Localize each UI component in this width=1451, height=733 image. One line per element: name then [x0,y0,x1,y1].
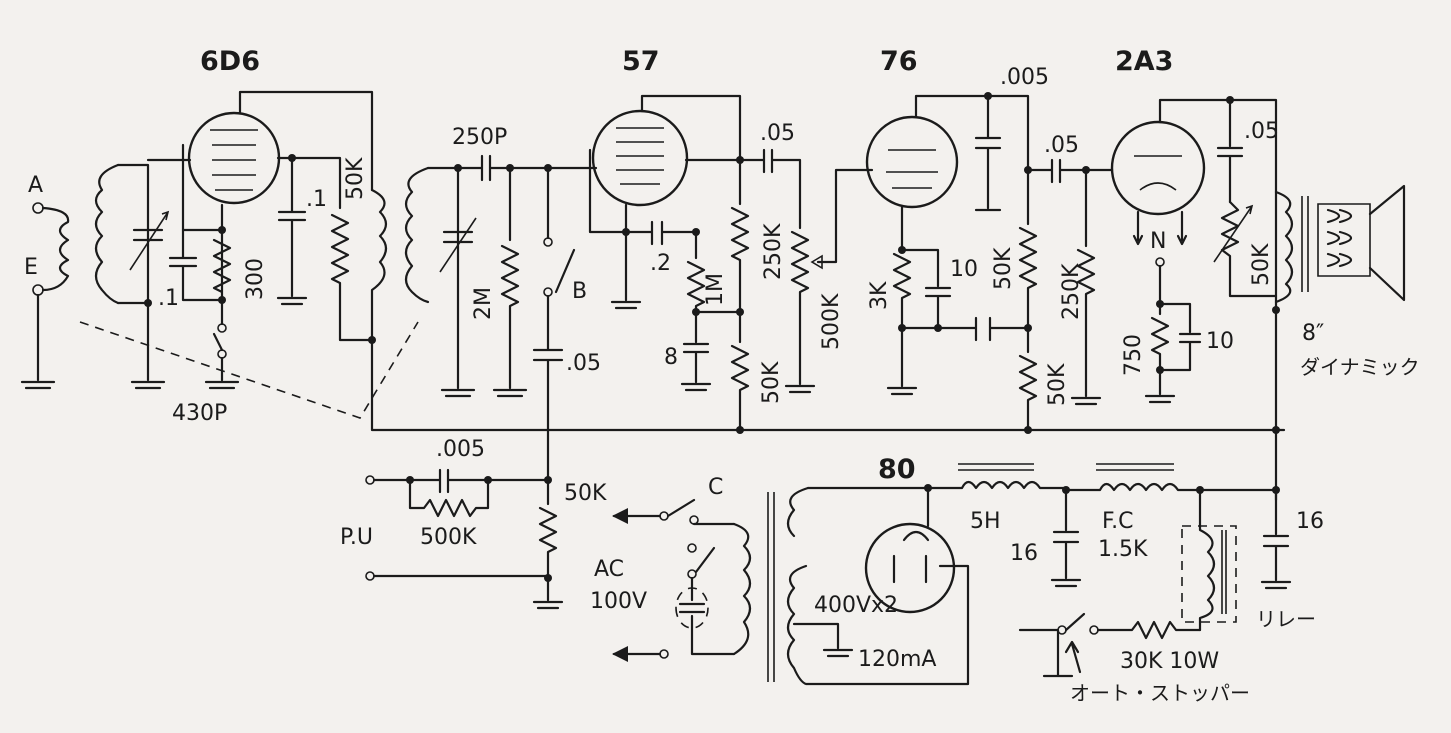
tube-label-80: 80 [878,454,916,485]
antenna-terminal [32,202,44,214]
ground-icon [1144,368,1176,404]
ground-icon [204,356,240,390]
ground-icon [276,296,308,306]
c-76-cathode-label: 10 [950,257,978,282]
ground-icon [886,326,918,396]
r-76-load-label: 50K [991,247,1016,290]
tube-label-76: 76 [880,46,918,77]
switch-b-label: B [572,279,587,304]
earth-label: E [24,255,38,280]
r-76-dec-label: 50K [1045,363,1070,406]
ground-icon [610,230,642,310]
ground-icon [1070,396,1102,406]
tube-2a3 [1110,120,1206,216]
ground-icon [680,310,712,392]
r-57-load-label: 250K [761,223,786,280]
ac-voltage-label: 100V [590,589,647,614]
auto-stopper-label: オート・ストッパー [1070,681,1250,705]
power-supply [612,463,1292,686]
c-filter-2-label: 16 [1296,509,1324,534]
choke-fc-r-label: 1.5K [1098,537,1148,562]
pickup-terminal-2 [365,571,375,581]
tube-label-6d6: 6D6 [200,46,260,77]
c-57-coupling-label: .05 [760,121,795,146]
ground-icon [532,576,564,610]
ground-icon [20,380,56,390]
c-tuning-label: 430P [172,401,227,426]
r-2a3-grid-label: 250K [1059,263,1084,320]
c-6d6-grid-label: .1 [158,286,179,311]
choke-1-label: 5H [970,509,1001,534]
c-57-screen-label: .2 [650,251,671,276]
neutral-label: N [1150,229,1166,254]
switch-c-label: C [708,475,723,500]
speaker-size-label: 8″ [1302,321,1324,346]
tr-secondary-label: 400Vx2 [814,593,898,618]
r-57-dec-label: 50K [759,361,784,404]
r-76-cathode-label: 3K [867,281,892,310]
c-pu-label: .005 [436,437,485,462]
r-2a3-bias-label: 750 [1121,334,1146,376]
ground-icon [440,388,476,398]
earth-terminal [32,284,44,296]
c-2a3-bias-label: 10 [1206,329,1234,354]
c-76-coupling-label: .05 [1044,133,1079,158]
c-filter-1-label: 16 [1010,541,1038,566]
c-2a3-plate-label: .05 [1244,119,1279,144]
tube-57 [591,109,689,207]
speaker-type-label: ダイナミック [1300,355,1420,379]
ground-icon [1018,628,1074,678]
antenna-coil [20,202,70,390]
r-pu-parallel-label: 500K [420,525,477,550]
stage-57: 250P 2M B .05 .2 1M 8 250K [404,94,874,480]
stage-2a3: .05 50K N 750 10 8″ ダイナミック [1110,96,1420,502]
ground-icon [130,380,166,390]
stage-6d6: .1 300 .1 50K [94,90,1286,432]
gang-dashed-line [79,321,419,419]
c-76-plate-label: .005 [1000,65,1049,90]
ground-icon [492,388,528,398]
c-57-grid-label: 250P [452,125,507,150]
tube-label-2a3: 2A3 [1115,46,1173,77]
antenna-label: A [28,173,43,198]
r-6d6-plate-label: 50K [343,157,368,200]
relay-label: リレー [1256,607,1316,631]
tube-80 [864,522,956,614]
r-2a3-tone-label: 50K [1249,243,1274,286]
c-76-plate [914,94,1002,212]
c-57-cathode-label: 8 [664,345,678,370]
r-57-screen-label: 1M [703,273,728,306]
tube-76 [865,115,959,209]
pickup-input [365,468,564,610]
ground-icon [784,384,816,394]
tr-current-label: 120mA [858,647,936,672]
r-stopper-label: 30K 10W [1120,649,1219,674]
ac-label: AC [594,557,624,582]
tube-label-57: 57 [622,46,660,77]
r-57-grid-label: 2M [471,287,496,320]
pickup-label: P.U [340,525,373,550]
speaker-icon [1317,184,1406,302]
pickup-terminal-1 [365,475,375,485]
r-pu-series-label: 50K [564,481,607,506]
stage-76: .005 3K 10 50K 50K .05 250K [865,65,1114,434]
c-6d6-screen-label: .1 [306,187,327,212]
choke-fc-label: F.C [1102,509,1133,534]
r-volume-label: 500K [819,293,844,350]
c-sw-label: .05 [566,351,601,376]
r-6d6-cathode-label: 300 [243,258,268,300]
